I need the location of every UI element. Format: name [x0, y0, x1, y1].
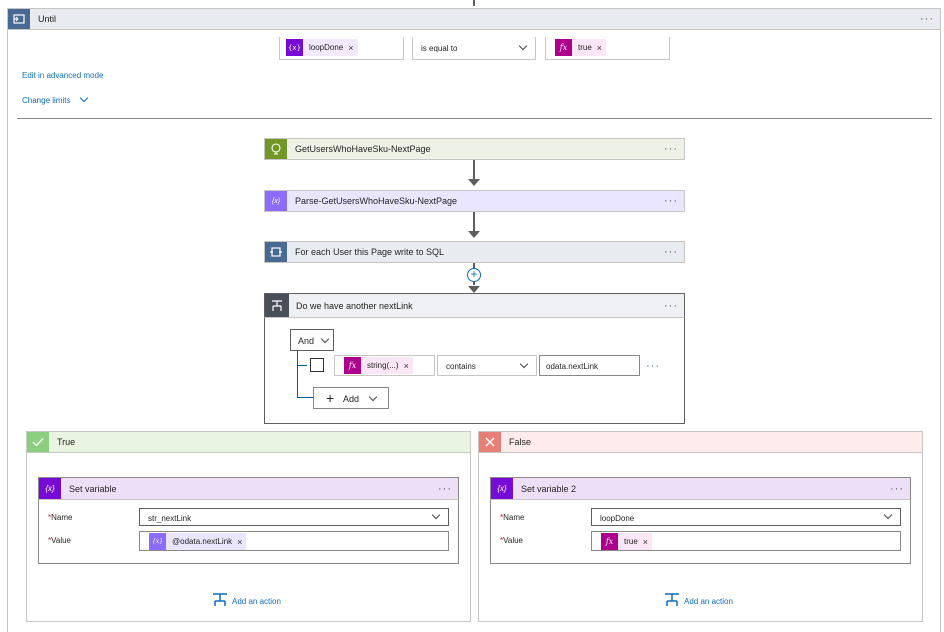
loop-icon	[265, 242, 287, 262]
chevron-down-icon	[518, 41, 528, 51]
set-variable-2-header[interactable]: {x} Set variable 2 ···	[490, 477, 911, 500]
and-dropdown[interactable]: And	[290, 329, 334, 351]
set-variable-header[interactable]: {x} Set variable ···	[38, 477, 459, 500]
row-checkbox[interactable]	[310, 358, 324, 372]
until-menu-icon[interactable]: ···	[920, 13, 934, 25]
until-divider	[17, 118, 932, 119]
loop-icon	[8, 9, 30, 29]
variable-icon: {x}	[39, 478, 61, 499]
remove-token-icon[interactable]: ×	[596, 42, 603, 53]
until-title: Until	[38, 14, 57, 24]
value-token[interactable]: fx true ×	[601, 533, 653, 550]
plus-icon: +	[326, 390, 335, 406]
chevron-down-icon	[883, 510, 893, 520]
action-foreach[interactable]: For each User this Page write to SQL ···	[264, 241, 685, 263]
name-dropdown[interactable]: loopDone	[591, 508, 901, 526]
http-globe-icon	[265, 139, 287, 159]
name-dropdown[interactable]: str_nextLink	[139, 508, 449, 526]
action-get-users[interactable]: GetUsersWhoHaveSku-NextPage ···	[264, 138, 685, 160]
variable-icon: {x}	[149, 533, 166, 550]
true-branch-header: True	[26, 431, 471, 453]
remove-token-icon[interactable]: ×	[403, 360, 409, 371]
until-right-token[interactable]: fx true ×	[555, 39, 607, 56]
name-label: *Name	[48, 513, 73, 522]
action-menu-icon[interactable]: ···	[890, 483, 904, 495]
condition-left-field[interactable]: fx string(...) ×	[334, 355, 435, 376]
until-operator-value: is equal to	[421, 44, 458, 53]
remove-token-icon[interactable]: ×	[237, 536, 243, 547]
remove-token-icon[interactable]: ×	[642, 536, 649, 547]
until-left-field[interactable]: {x} loopDone ×	[279, 37, 404, 60]
name-label: *Name	[500, 513, 525, 522]
expression-icon: fx	[601, 533, 618, 550]
action-parse[interactable]: {x} Parse-GetUsersWhoHaveSku-NextPage ··…	[264, 190, 685, 212]
tree-line	[297, 351, 298, 397]
until-container	[7, 8, 941, 632]
until-header[interactable]: Until ···	[7, 8, 941, 30]
chevron-down-icon	[519, 359, 529, 369]
insert-step-plus-icon[interactable]: +	[467, 268, 481, 282]
condition-icon	[265, 294, 289, 317]
variable-icon: {x}	[286, 39, 303, 56]
chevron-down-icon	[368, 392, 378, 402]
variable-icon: {x}	[265, 191, 287, 211]
connector	[473, 160, 475, 180]
action-menu-icon[interactable]: ···	[664, 246, 678, 258]
chevron-down-icon	[431, 510, 441, 520]
expression-icon: fx	[555, 39, 572, 56]
value-label: *Value	[48, 536, 71, 545]
connector-arrow	[468, 179, 480, 186]
until-right-field[interactable]: fx true ×	[545, 37, 670, 60]
condition-menu-icon[interactable]: ···	[664, 300, 678, 312]
connector-top	[473, 0, 475, 6]
connector	[473, 212, 475, 232]
until-operator-dropdown[interactable]: is equal to	[412, 37, 536, 60]
tree-line	[297, 397, 313, 398]
value-field[interactable]: {x} @odata.nextLink ×	[139, 531, 449, 551]
close-icon	[479, 432, 501, 452]
false-branch-header: False	[478, 431, 923, 453]
value-token[interactable]: {x} @odata.nextLink ×	[149, 533, 247, 550]
connector-arrow	[468, 286, 480, 293]
connector-arrow	[468, 231, 480, 238]
action-menu-icon[interactable]: ···	[664, 195, 678, 207]
condition-operator-dropdown[interactable]: contains	[437, 355, 537, 376]
condition-right-field[interactable]: odata.nextLink	[539, 355, 640, 376]
condition-left-token[interactable]: fx string(...) ×	[344, 357, 413, 374]
action-menu-icon[interactable]: ···	[664, 143, 678, 155]
until-left-token[interactable]: {x} loopDone ×	[286, 39, 358, 56]
expression-icon: fx	[344, 357, 361, 374]
add-condition-button[interactable]: + Add	[313, 387, 389, 409]
edit-advanced-mode-link[interactable]: Edit in advanced mode	[22, 71, 104, 80]
add-action-icon	[665, 593, 679, 606]
value-label: *Value	[500, 536, 523, 545]
condition-header[interactable]: Do we have another nextLink ···	[264, 293, 685, 318]
checkmark-icon	[27, 432, 49, 452]
tree-line	[297, 365, 307, 366]
value-field[interactable]: fx true ×	[591, 531, 901, 551]
row-menu-icon[interactable]: ···	[646, 360, 660, 372]
variable-icon: {x}	[491, 478, 513, 499]
action-menu-icon[interactable]: ···	[438, 483, 452, 495]
add-action-icon	[213, 593, 227, 606]
remove-token-icon[interactable]: ×	[348, 42, 354, 53]
change-limits-link[interactable]: Change limits	[22, 93, 89, 105]
chevron-down-icon	[320, 334, 330, 344]
